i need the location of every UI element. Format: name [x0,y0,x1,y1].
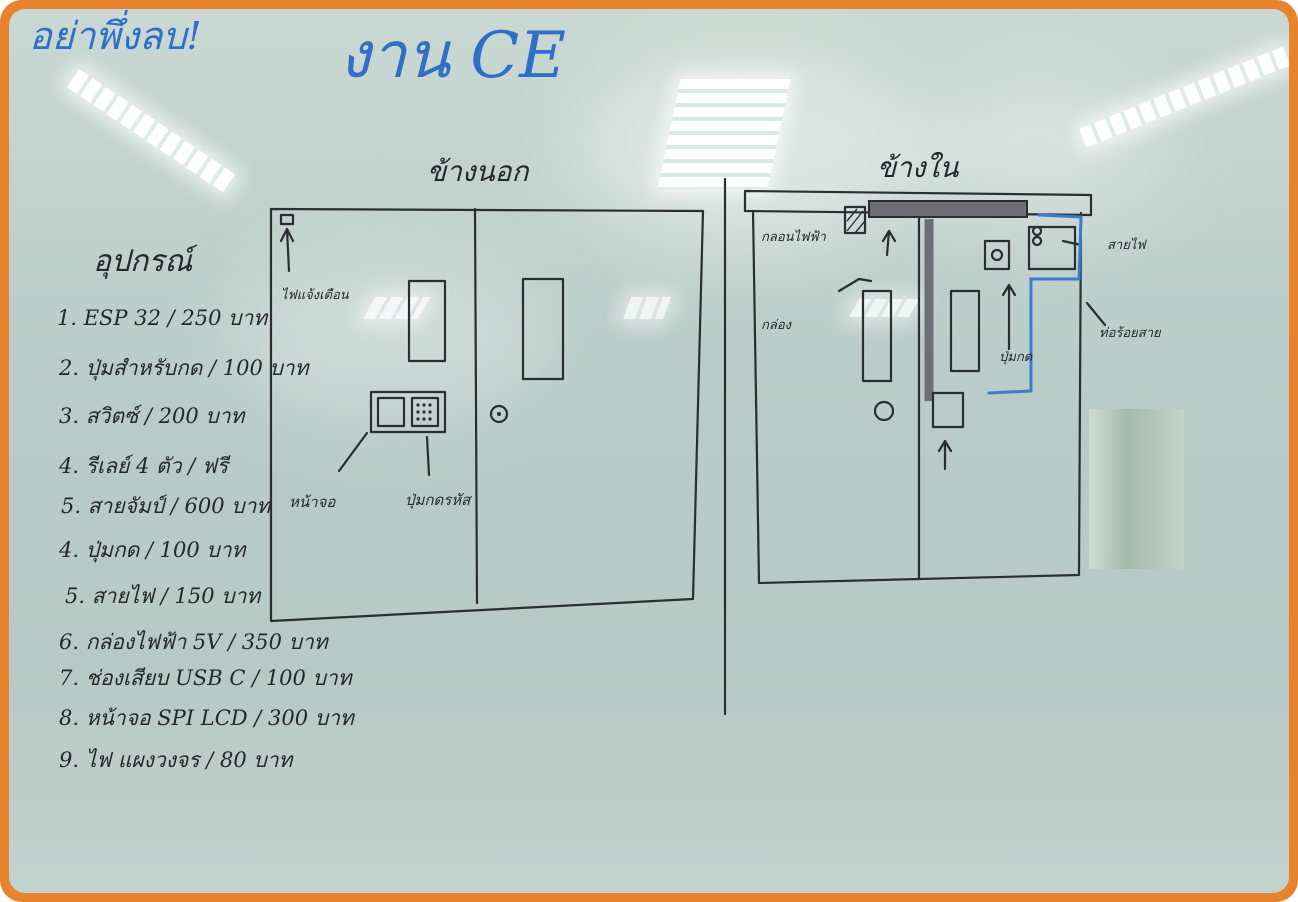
list-item: 7. ช่องเสียบ USB C / 100 บาท [59,666,354,690]
list-item: 4. รีเลย์ 4 ตัว / ฟรี [58,454,231,478]
list-title: อุปกรณ์ [93,244,198,279]
outside-label-keypad: ปุ่มกดรหัส [405,491,473,509]
inside-label-box: กล่อง [761,318,793,333]
list-item: 8. หน้าจอ SPI LCD / 300 บาท [59,706,356,730]
list-item: 1. ESP 32 / 250 บาท [57,306,269,330]
outside-door-drawing [269,207,705,623]
inside-title: ข้างใน [877,151,959,184]
list-item: 4. ปุ่มกด / 100 บาท [58,538,248,563]
corner-text: อย่าพึ่งลบ! [29,9,202,58]
outside-label-screen: หน้าจอ [289,493,336,511]
list-item: 5. สายไฟ / 150 บาท [65,584,262,608]
board-sketch: อย่าพึ่งลบ! งาน CE ข้างนอก ข้างใน อุปกรณ… [29,9,1162,772]
list-item: 3. สวิตซ์ / 200 บาท [59,404,247,428]
list-item: 2. ปุ่มสำหรับกด / 100 บาท [58,356,311,381]
inside-label-button: ปุ่มกด [999,350,1033,365]
blue-wire [987,213,1083,395]
inside-door-drawing [743,189,1107,585]
whiteboard: อย่าพึ่งลบ! งาน CE ข้างนอก ข้างใน อุปกรณ… [9,9,1289,893]
list-item: 6. กล่องไฟฟ้า 5V / 350 บาท [59,630,330,654]
inside-label-blue-wire: สายไฟ [1107,237,1147,253]
window-reflection [1089,409,1184,569]
outside-label-indicator: ไฟแจ้งเตือน [281,287,350,303]
list-item: 9. ไฟ แผงวงจร / 80 บาท [59,748,294,772]
equipment-list: 1. ESP 32 / 250 บาท 2. ปุ่มสำหรับกด / 10… [57,306,356,772]
header-text: งาน CE [339,19,566,93]
inside-label-electric-lock: กลอนไฟฟ้า [761,229,826,245]
outside-title: ข้างนอก [427,155,530,188]
inside-label-wire-route: ท่อร้อยสาย [1099,326,1162,341]
list-item: 5. สายจัมป์ / 600 บาท [61,494,272,518]
